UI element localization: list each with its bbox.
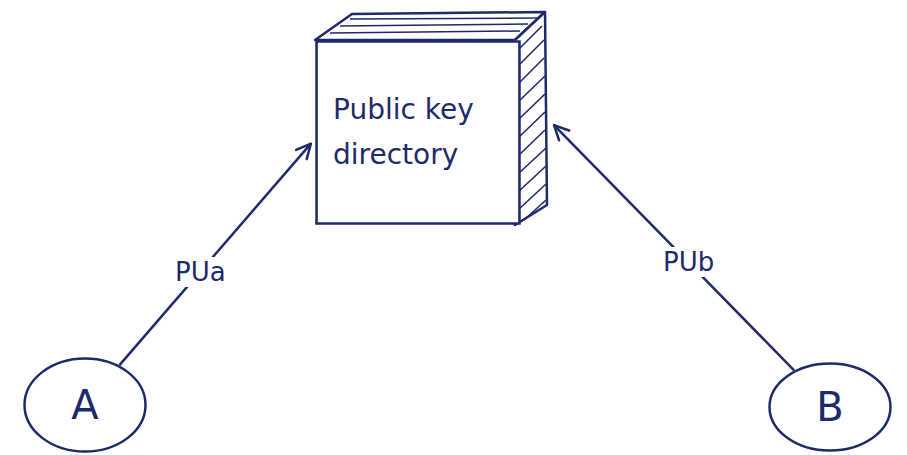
- user-circle: A: [23, 357, 147, 453]
- arrow-connector: [554, 125, 794, 370]
- directory-box: Public key directory: [315, 40, 521, 225]
- arrow-connector: [119, 144, 310, 366]
- box-label: Public key directory: [333, 88, 503, 178]
- box-outline: [315, 40, 521, 225]
- key-label: PUb: [660, 247, 717, 277]
- node-letter: B: [816, 375, 843, 439]
- user-circle: B: [768, 362, 892, 452]
- node-letter: A: [71, 373, 98, 437]
- key-label: PUa: [172, 257, 229, 287]
